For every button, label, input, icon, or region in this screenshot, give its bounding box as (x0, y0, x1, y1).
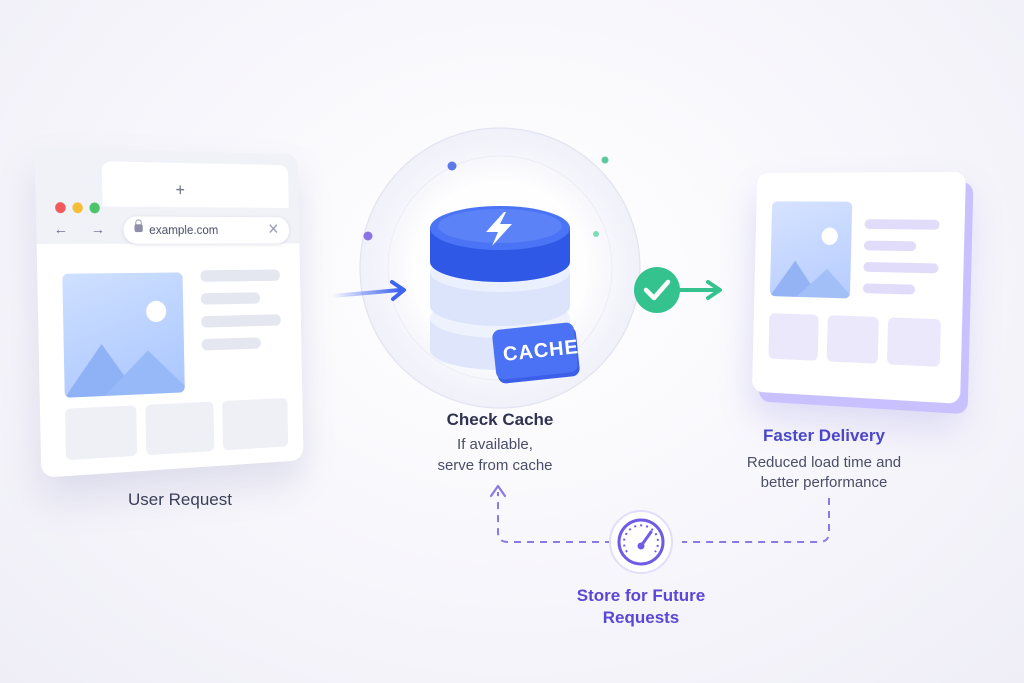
particle-dot (447, 161, 457, 171)
speedometer-icon (609, 510, 673, 574)
text-line (864, 219, 940, 230)
hero-image-placeholder (62, 272, 185, 398)
content-card (886, 317, 941, 367)
check-cache-line-2: serve from cache (437, 457, 553, 474)
delivered-page-window (752, 171, 966, 404)
text-line (862, 283, 916, 295)
delivery-arrow (578, 280, 722, 300)
faster-delivery-line-1: Reduced load time and (746, 454, 902, 471)
particle-dot (363, 231, 373, 241)
page-image-placeholder (769, 201, 853, 299)
image-icon (769, 227, 851, 299)
store-loop-path (489, 484, 830, 543)
user-request-label: User Request (128, 490, 232, 509)
cache-badge (492, 322, 580, 384)
user-browser-window: + ← → ↻ example.com ✕ (34, 147, 304, 478)
particle-dot (593, 231, 599, 237)
particle-dot (601, 156, 609, 164)
faster-delivery-title: Faster Delivery (763, 426, 885, 445)
store-future-line-1: Store for Future (576, 586, 706, 605)
checkmark-icon (634, 267, 680, 313)
check-cache-line-1: If available, (457, 436, 533, 453)
faster-delivery-line-2: better performance (760, 474, 888, 491)
check-cache-title: Check Cache (446, 410, 554, 429)
lightning-bolt-icon (486, 212, 512, 246)
request-arrow (330, 280, 406, 301)
content-card (826, 315, 879, 364)
image-icon (63, 300, 185, 398)
text-line (863, 261, 939, 274)
text-line (863, 240, 917, 252)
store-future-line-2: Requests (602, 608, 680, 627)
content-card (768, 313, 819, 361)
